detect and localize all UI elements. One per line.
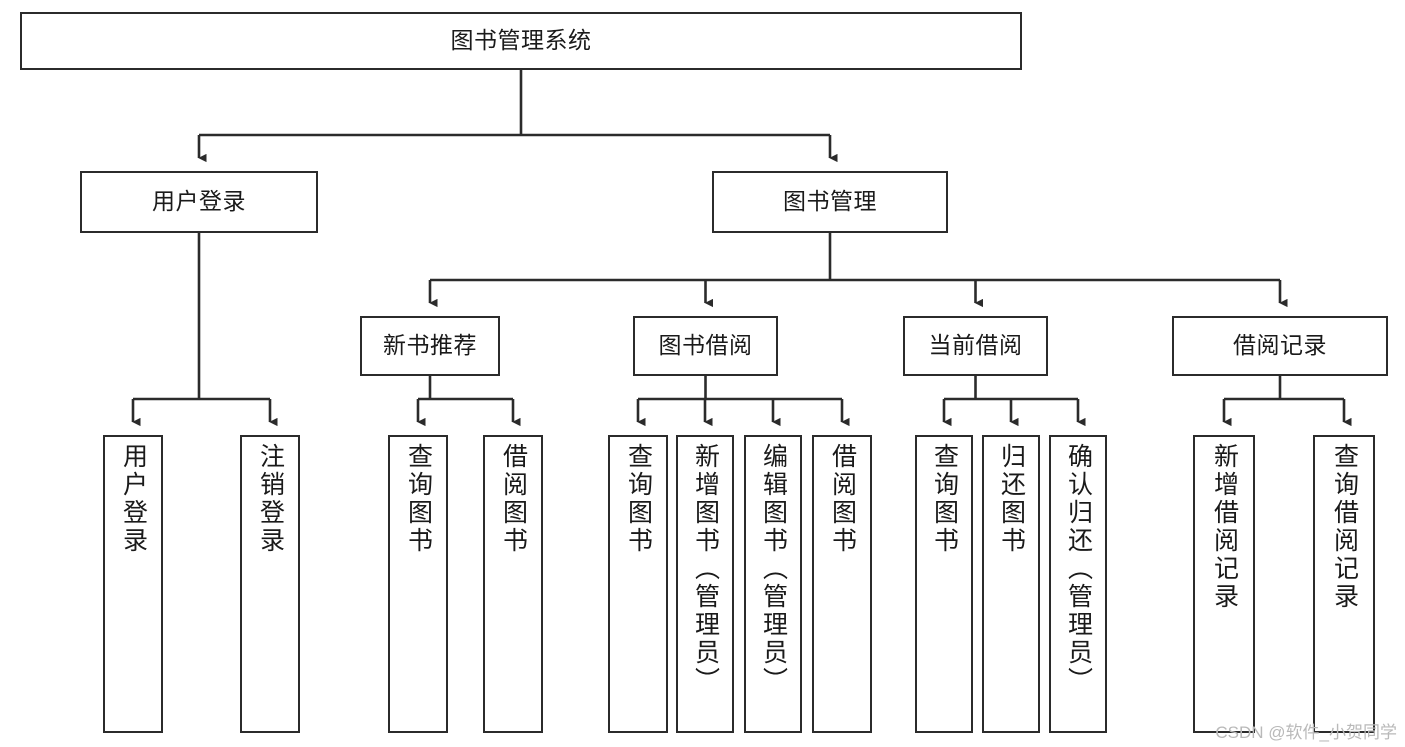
- node-leaf-query-borrow-record-label: 查询借阅记录: [1330, 443, 1359, 611]
- node-leaf-query-book-rec-label: 查询图书: [404, 443, 433, 555]
- node-leaf-logout-label: 注销登录: [256, 443, 285, 555]
- node-leaf-borrow-book[interactable]: 借阅图书: [812, 435, 872, 733]
- node-current-borrow[interactable]: 当前借阅: [903, 316, 1048, 376]
- node-book-manage-label: 图书管理: [783, 188, 877, 215]
- node-leaf-add-book-admin-label: 新增图书（管理员）: [691, 443, 720, 695]
- node-leaf-edit-book-admin[interactable]: 编辑图书（管理员）: [744, 435, 802, 733]
- node-leaf-confirm-return-admin-label: 确认归还（管理员）: [1064, 443, 1093, 695]
- node-borrow-record-label: 借阅记录: [1233, 332, 1327, 359]
- node-leaf-edit-book-admin-label: 编辑图书（管理员）: [759, 443, 788, 695]
- node-leaf-query-book-cur-label: 查询图书: [930, 443, 959, 555]
- node-root-label: 图书管理系统: [450, 27, 592, 54]
- node-leaf-query-book-cur[interactable]: 查询图书: [915, 435, 973, 733]
- node-leaf-query-book[interactable]: 查询图书: [608, 435, 668, 733]
- node-leaf-logout[interactable]: 注销登录: [240, 435, 300, 733]
- node-leaf-borrow-book-rec[interactable]: 借阅图书: [483, 435, 543, 733]
- node-current-borrow-label: 当前借阅: [928, 332, 1023, 359]
- node-new-book-recommend-label: 新书推荐: [383, 332, 477, 359]
- node-leaf-query-book-rec[interactable]: 查询图书: [388, 435, 448, 733]
- node-leaf-add-book-admin[interactable]: 新增图书（管理员）: [676, 435, 734, 733]
- node-leaf-confirm-return-admin[interactable]: 确认归还（管理员）: [1049, 435, 1107, 733]
- node-leaf-borrow-book-label: 借阅图书: [828, 443, 857, 555]
- node-leaf-user-login-label: 用户登录: [119, 443, 148, 555]
- node-leaf-borrow-book-rec-label: 借阅图书: [499, 443, 528, 555]
- node-user-login-label: 用户登录: [152, 188, 246, 215]
- node-book-manage[interactable]: 图书管理: [712, 171, 948, 233]
- node-new-book-recommend[interactable]: 新书推荐: [360, 316, 500, 376]
- node-user-login[interactable]: 用户登录: [80, 171, 318, 233]
- node-root[interactable]: 图书管理系统: [20, 12, 1022, 70]
- node-book-borrow[interactable]: 图书借阅: [633, 316, 778, 376]
- node-leaf-add-borrow-record-label: 新增借阅记录: [1210, 443, 1239, 611]
- node-leaf-return-book[interactable]: 归还图书: [982, 435, 1040, 733]
- node-leaf-add-borrow-record[interactable]: 新增借阅记录: [1193, 435, 1255, 733]
- node-book-borrow-label: 图书借阅: [658, 332, 753, 359]
- node-borrow-record[interactable]: 借阅记录: [1172, 316, 1388, 376]
- node-leaf-return-book-label: 归还图书: [997, 443, 1026, 555]
- node-leaf-user-login[interactable]: 用户登录: [103, 435, 163, 733]
- watermark-credit: CSDN @软件_小贺同学: [1215, 723, 1397, 742]
- node-leaf-query-borrow-record[interactable]: 查询借阅记录: [1313, 435, 1375, 733]
- node-leaf-query-book-label: 查询图书: [624, 443, 653, 555]
